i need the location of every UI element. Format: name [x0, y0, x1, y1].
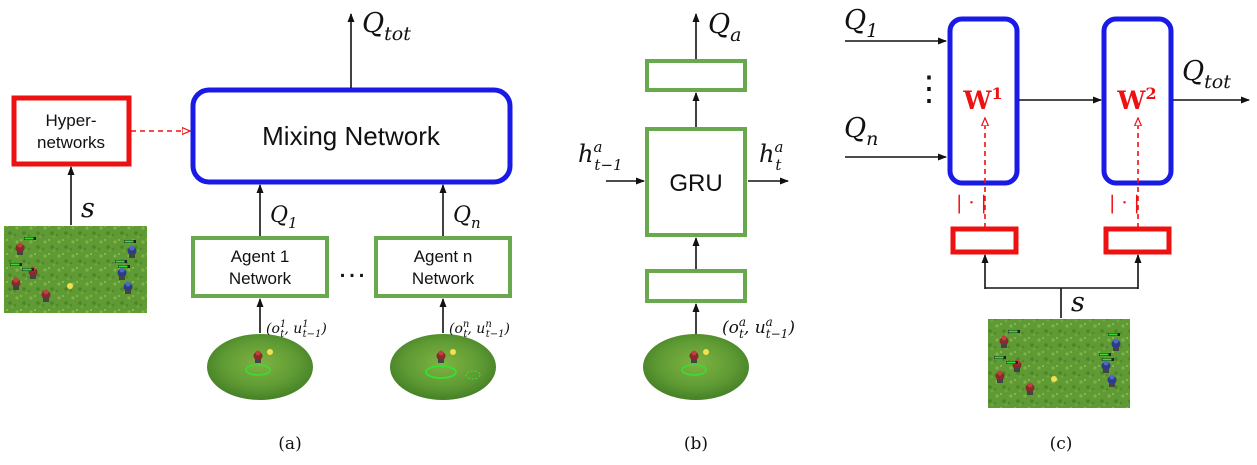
agent-1-network-box	[191, 236, 329, 298]
caption-b: (b)	[684, 434, 708, 454]
state-label-c: s	[1071, 287, 1085, 318]
panel-c: Q1 ⋮ Qn W1 W2 Qtot | · | | · | s	[844, 5, 1250, 454]
top-mlp-box	[645, 59, 747, 92]
qn-label-c: Qn	[844, 113, 878, 150]
abs-label-1: | · |	[956, 192, 987, 214]
hypernetworks-box	[11, 95, 132, 167]
agents-ellipsis: …	[337, 251, 367, 284]
agent-n-label-line2: Network	[412, 269, 475, 288]
mixing-network-label: Mixing Network	[262, 121, 441, 151]
bottom-mlp-box	[645, 269, 747, 303]
mixing-network-box	[190, 87, 513, 185]
agent-1-label-line1: Agent 1	[231, 247, 290, 266]
state-label-a: s	[81, 193, 95, 224]
qn-label-a: Qn	[453, 203, 481, 232]
gru-box	[645, 127, 747, 237]
q-tot-label-c: Qtot	[1182, 56, 1231, 93]
caption-c: (c)	[1050, 434, 1073, 454]
agent-1-observation-image	[207, 334, 313, 400]
agent-observation-image-b	[643, 334, 749, 400]
q1-label-c: Q1	[844, 5, 878, 42]
panel-a: Hyper- networks Mixing Network Qtot	[4, 8, 513, 454]
hypernetworks-label-line1: Hyper-	[45, 111, 96, 130]
q-a-label: Qa	[708, 9, 741, 46]
agent-n-network-box	[374, 236, 512, 298]
agent-n-label-line1: Agent n	[414, 247, 473, 266]
state-screenshot-c	[988, 319, 1130, 408]
hypernetwork-2-box	[1103, 226, 1172, 255]
vertical-ellipsis: ⋮	[912, 69, 946, 109]
gru-label: GRU	[669, 170, 722, 197]
abs-label-2: | · |	[1109, 192, 1140, 214]
hypernetwork-1-box	[950, 226, 1019, 255]
mixing-layer-1-box	[947, 16, 1020, 186]
state-screenshot-a	[4, 226, 147, 313]
w1-label: W1	[962, 84, 1002, 115]
q1-label-a: Q1	[270, 203, 298, 232]
q-tot-label: Qtot	[362, 8, 411, 45]
hypernetworks-label-line2: networks	[37, 133, 105, 152]
agent-n-observation-image	[390, 334, 496, 400]
w2-label: W2	[1116, 84, 1156, 115]
caption-a: (a)	[278, 434, 301, 454]
agent-1-label-line2: Network	[229, 269, 292, 288]
